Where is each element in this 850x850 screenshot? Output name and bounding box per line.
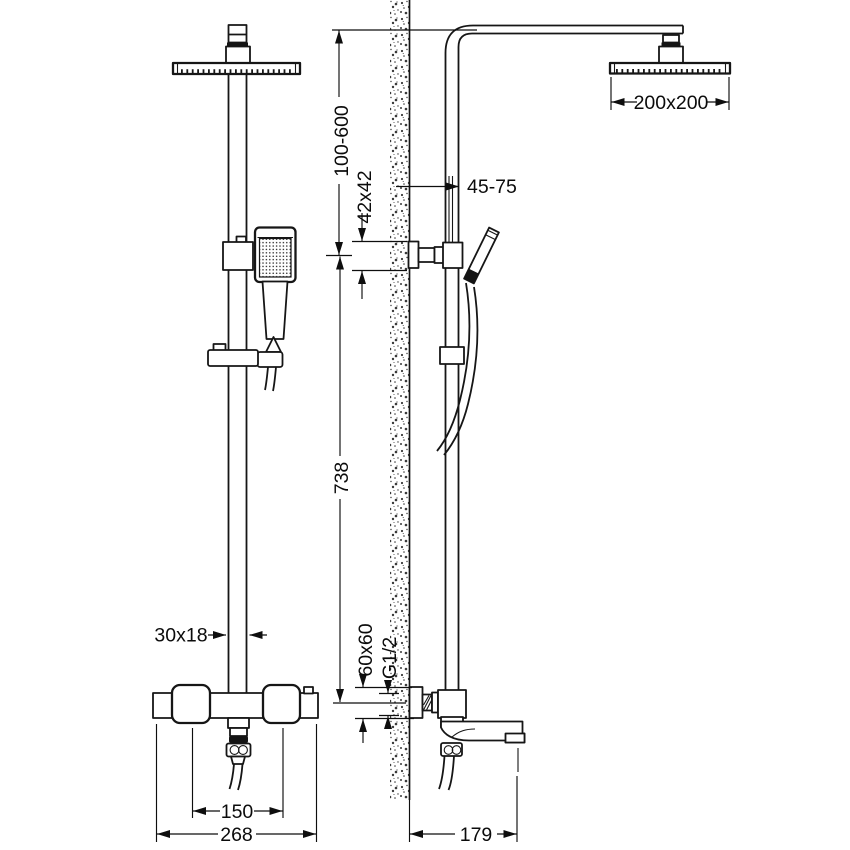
hand-shower-side-icon	[436, 226, 500, 456]
slider-ring-side-icon	[439, 346, 465, 365]
dim-valve-width: 268	[220, 824, 253, 846]
wall	[390, 0, 411, 800]
dim-connection-thread: G1/2	[379, 637, 401, 679]
dim-column-height: 738	[331, 462, 353, 495]
front-view	[152, 24, 319, 791]
head-connector-front-icon	[225, 24, 251, 64]
wall-escutcheon-icon	[408, 686, 424, 719]
dim-column-profile: 30x18	[154, 625, 207, 647]
hand-shower-front-icon	[253, 226, 297, 392]
hand-shower-clamp-icon	[222, 235, 254, 271]
shower-column-front	[227, 74, 248, 693]
dim-wall-clearance-range: 45-75	[467, 176, 517, 198]
dim-valve-body-size: 60x60	[355, 623, 377, 676]
rain-head-side-icon	[608, 34, 732, 75]
dim-spout-projection: 179	[460, 824, 493, 846]
dim-wall-bracket-size: 42x42	[354, 170, 376, 223]
slider-bracket-icon	[207, 343, 259, 367]
right-handle-icon	[261, 683, 302, 725]
side-view	[390, 0, 732, 800]
valve-knob-icon	[303, 686, 314, 695]
wall-bracket-side-icon	[407, 240, 464, 269]
dim-head-size: 200x200	[634, 92, 709, 114]
dim-inlet-centers: 150	[221, 801, 254, 823]
shower-pipe-side	[444, 24, 684, 691]
valve-front	[152, 683, 319, 791]
rain-head-front-icon	[171, 61, 302, 76]
left-handle-icon	[170, 683, 212, 725]
hose-outlet-front-icon	[225, 717, 252, 791]
valve-side	[408, 686, 526, 791]
aerator-icon	[504, 732, 526, 744]
wall-hatch	[390, 0, 410, 800]
dim-height-adjust-range: 100-600	[331, 105, 353, 177]
dimension-annotations: 100-600 42x42 45-75 200x200 738 30x18 60…	[154, 29, 730, 846]
